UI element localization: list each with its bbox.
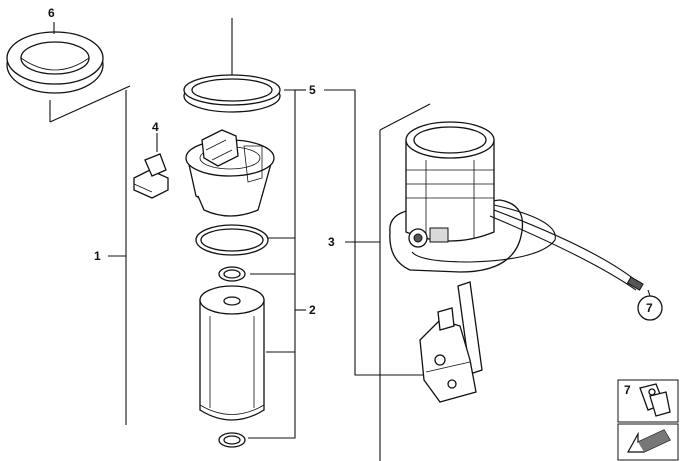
- filter-element: [199, 285, 265, 421]
- callout-5: 5: [309, 83, 316, 97]
- callout-7: 7: [646, 301, 653, 315]
- callout-1: 1: [94, 249, 101, 263]
- leader-5-to-3: [324, 89, 425, 376]
- o-ring-small-lower: [218, 432, 246, 448]
- callout-4: 4: [152, 120, 159, 134]
- o-ring-large: [195, 224, 269, 256]
- legend-box-arrow: [617, 423, 679, 461]
- clip-icon: [639, 383, 671, 417]
- o-ring-small-upper: [218, 266, 246, 282]
- leader-7: [647, 289, 651, 297]
- axis-6: [49, 85, 131, 123]
- callout-2: 2: [309, 303, 316, 317]
- callout-7-circle: [637, 295, 663, 321]
- axis-3: [379, 103, 431, 131]
- callout-3: 3: [328, 235, 335, 249]
- legend-callout-7: 7: [624, 383, 631, 397]
- callout-6: 6: [48, 6, 55, 20]
- top-gasket-ring: [183, 74, 281, 113]
- arrow-down-left-icon: [626, 429, 671, 453]
- part-3-pump-unit: [389, 121, 644, 291]
- part-4-clip: [133, 153, 169, 199]
- filter-housing-cap: [185, 129, 275, 217]
- part-6-sealing-ring: [6, 31, 104, 94]
- legend-box-7: 7: [617, 379, 679, 423]
- bracket-5: [248, 89, 296, 439]
- mounting-bracket: [419, 281, 483, 403]
